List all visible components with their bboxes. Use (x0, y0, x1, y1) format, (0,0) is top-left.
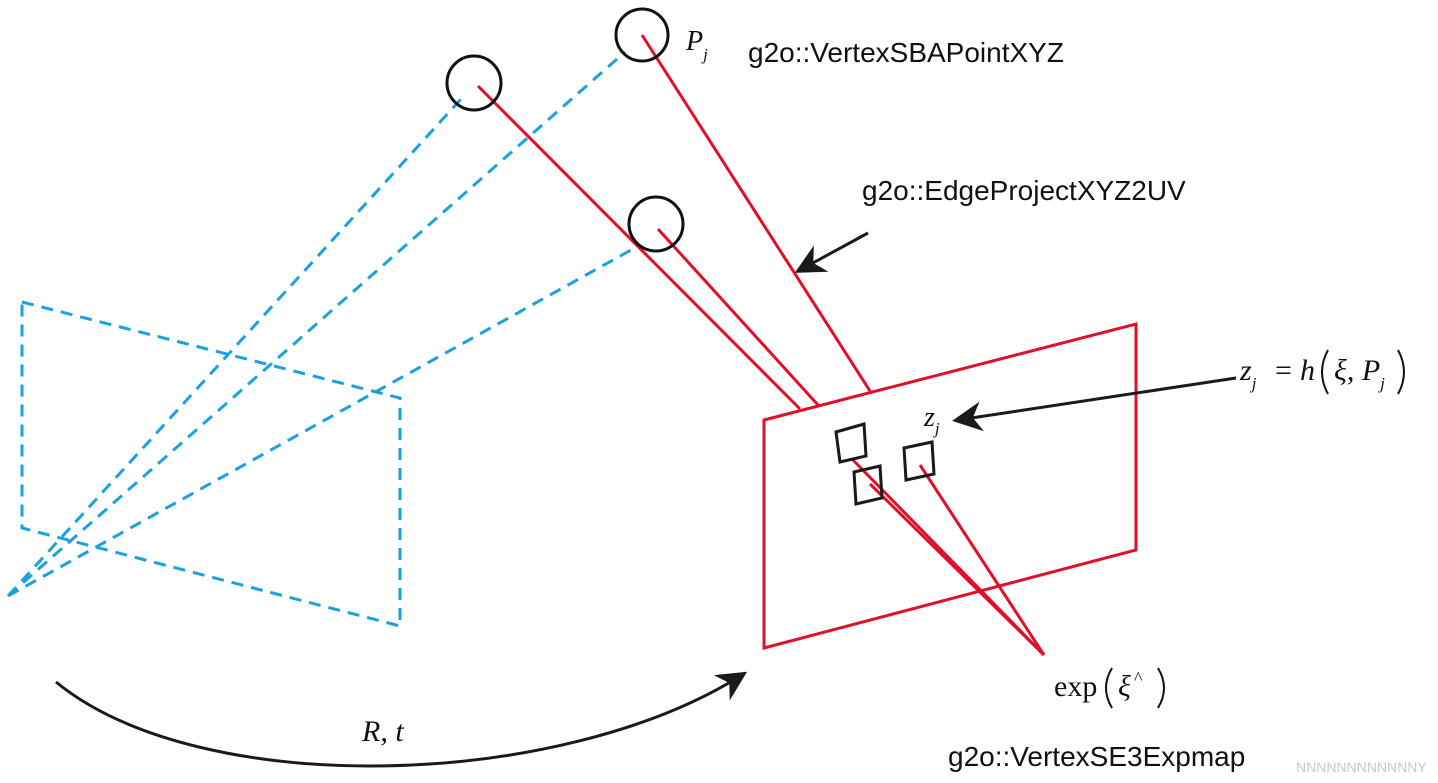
camera-2-frame (476, 34, 1138, 657)
motion-arrow (55, 671, 748, 768)
measurement-equation: zj = h ξ, Pj (1239, 349, 1405, 395)
measurement-arrow (952, 376, 1237, 432)
camera-1-ray-top (7, 50, 626, 598)
camera-1-frustum (6, 50, 641, 628)
measurement-args: ξ, Pj (1334, 354, 1385, 393)
camera-2-image-plane (762, 322, 1138, 650)
pose-line-3 (918, 464, 1046, 656)
edge-label: g2o::EdgeProjectXYZ2UV (862, 175, 1186, 206)
pose-line-2 (868, 482, 1046, 657)
observation-box-2 (902, 440, 936, 482)
observation-box-3 (852, 464, 884, 506)
observation-box-1 (834, 422, 868, 464)
projection-line-2 (476, 84, 802, 411)
projection-line-1 (640, 34, 872, 392)
vertex-point-label: g2o::VertexSBAPointXYZ (748, 37, 1064, 68)
watermark: NNNNNNNNNNNNY (1296, 759, 1427, 775)
landmark-points (445, 7, 685, 253)
edge-arrow (794, 231, 869, 273)
measurement-function: h (1300, 354, 1315, 387)
camera-1-ray-low (7, 243, 641, 598)
landmark-point-1 (614, 7, 670, 63)
observation-boxes (834, 422, 936, 506)
camera-1-image-plane (20, 300, 402, 628)
measurement-open-paren (1321, 349, 1329, 395)
point-label: Pj (685, 26, 708, 64)
measurement-close-paren (1397, 349, 1405, 395)
landmark-point-3 (627, 195, 685, 253)
pose-open-paren (1105, 667, 1113, 709)
pose-hat: ^ (1134, 668, 1143, 688)
pose-exp: exp (1054, 670, 1097, 703)
projection-line-3 (656, 227, 820, 407)
motion-label: R, t (361, 715, 404, 748)
landmark-point-2 (445, 54, 503, 112)
pose-close-paren (1157, 667, 1165, 709)
measurement-equals: = (1275, 354, 1292, 387)
measurement-lhs: zj (1239, 354, 1257, 393)
observation-label: zj (923, 402, 940, 438)
camera-1-ray-mid (6, 96, 464, 598)
pose-xi: ξ (1118, 670, 1131, 703)
vertex-pose-label: g2o::VertexSE3Expmap (948, 741, 1245, 772)
pose-expression: exp ξ ^ (1054, 667, 1165, 709)
